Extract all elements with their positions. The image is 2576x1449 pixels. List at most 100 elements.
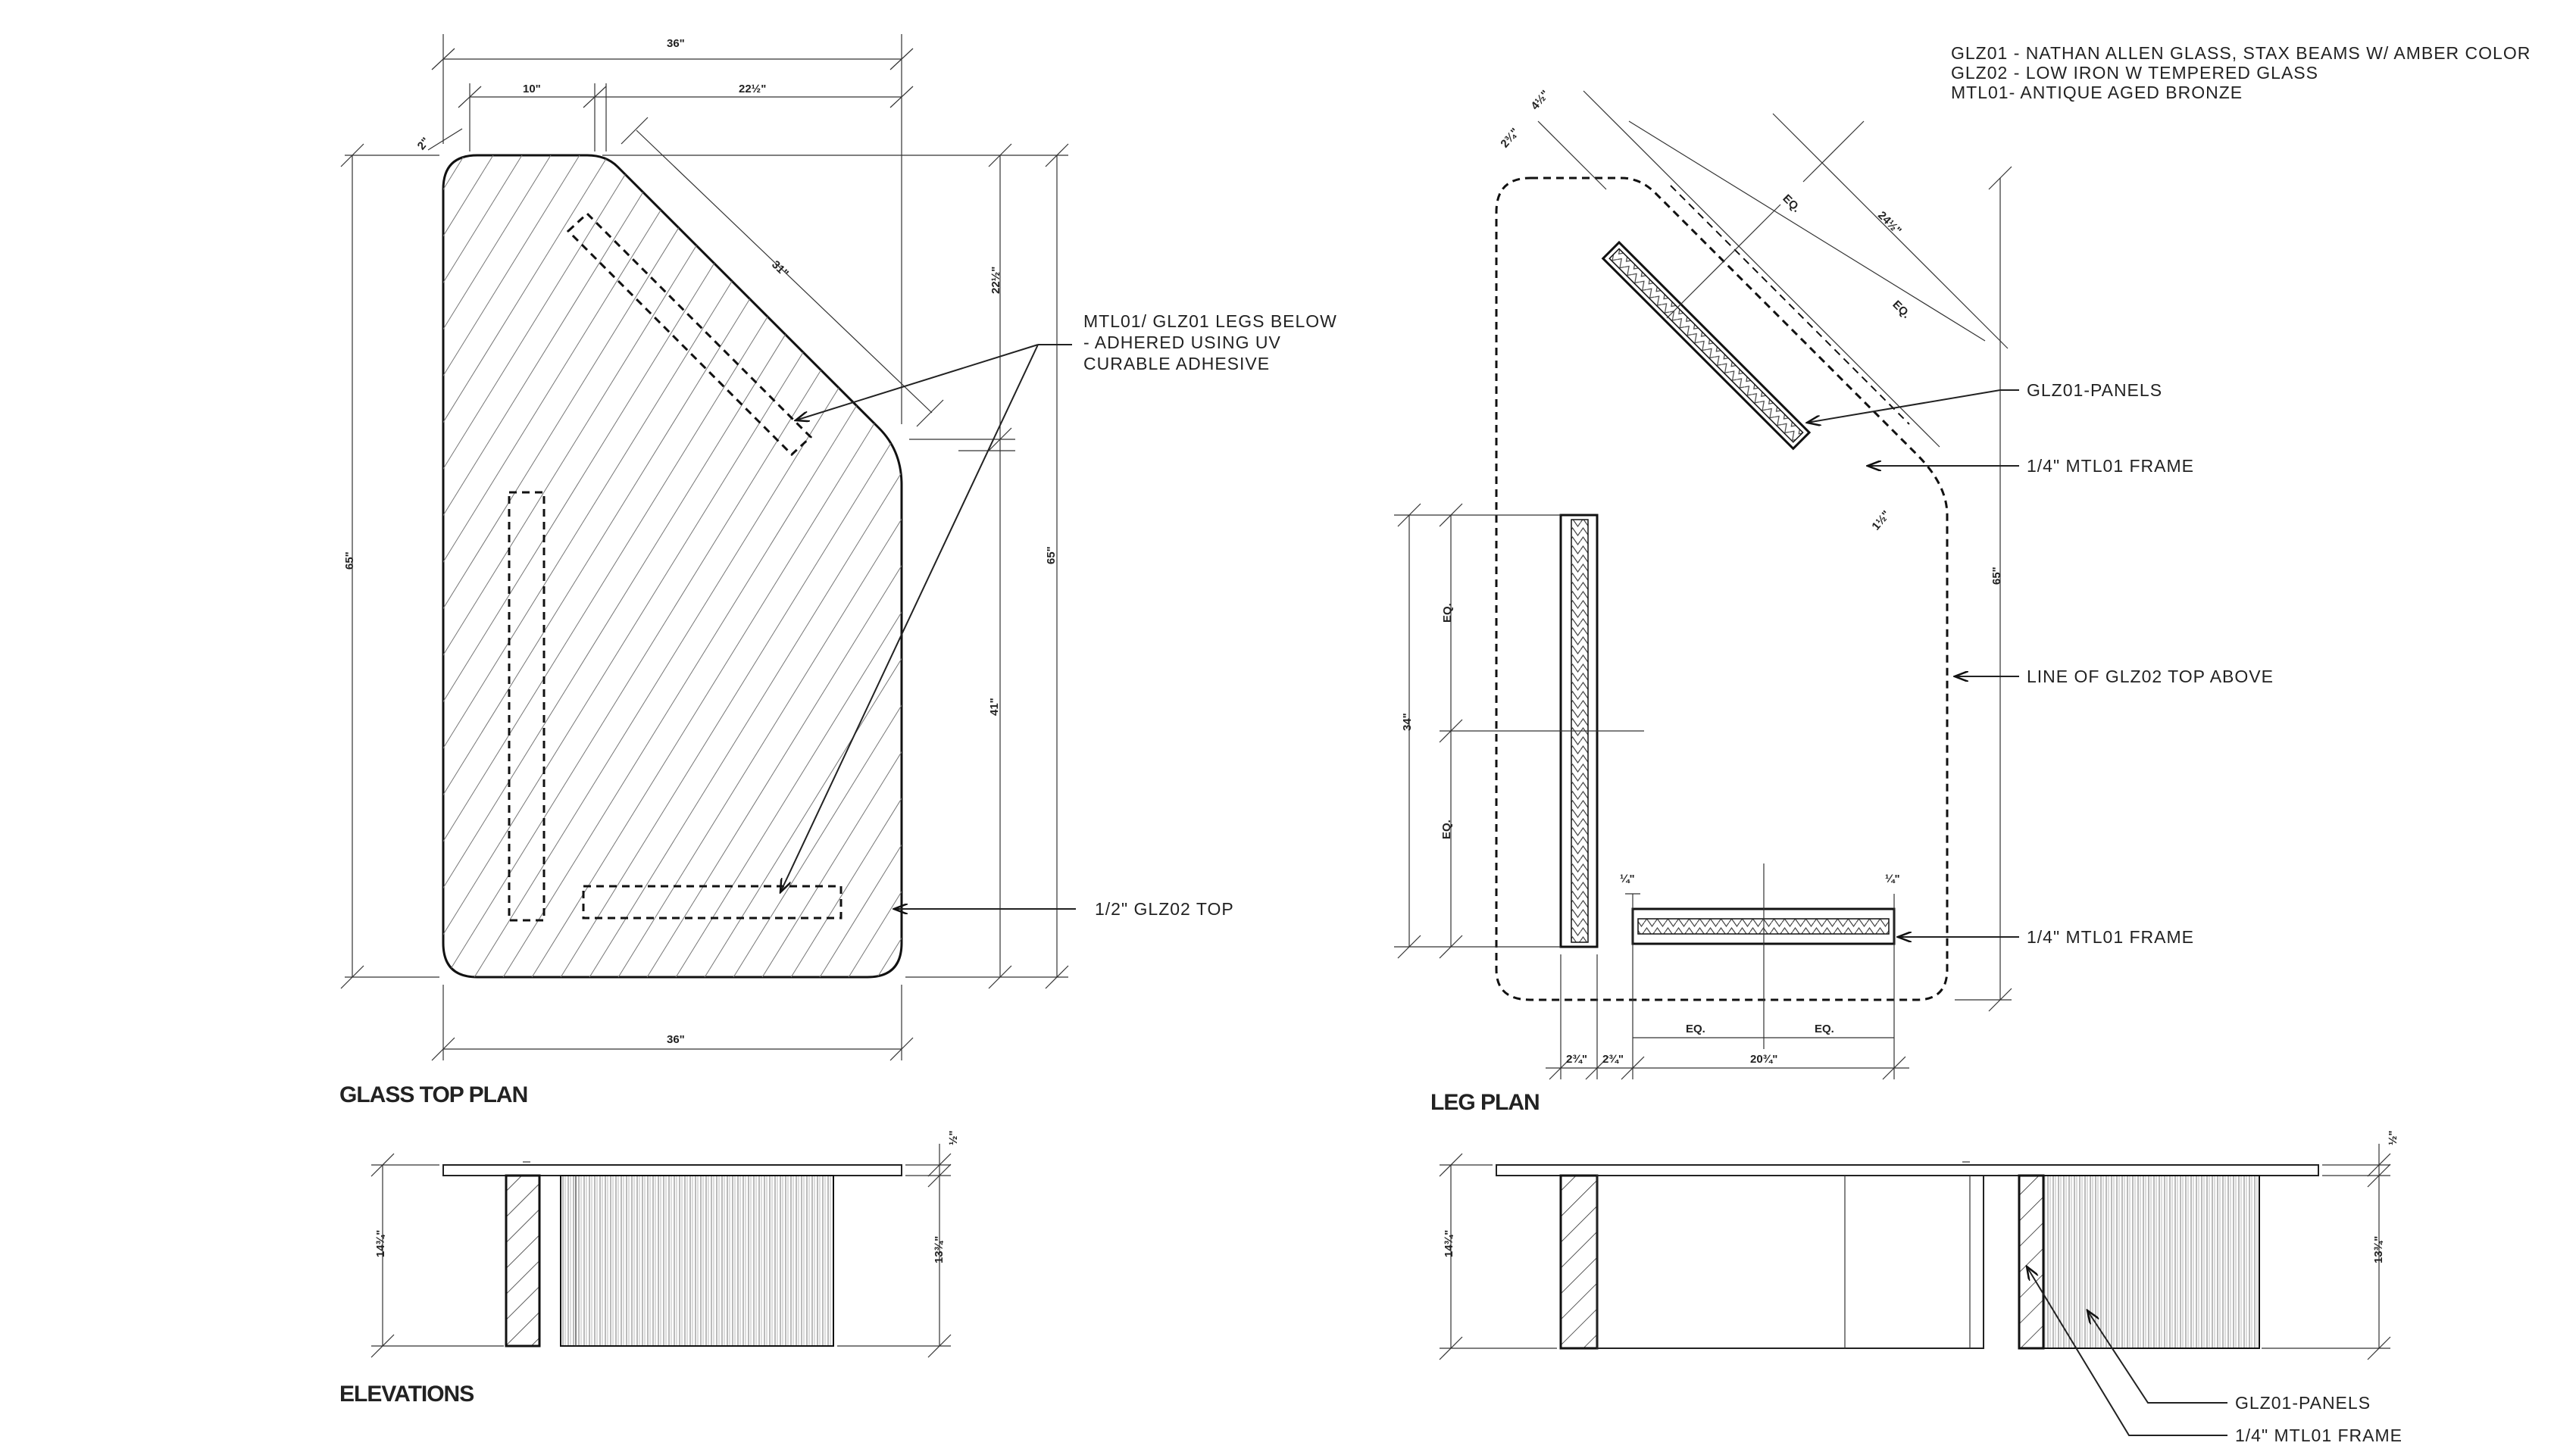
dim-leg-eq-6: EQ. <box>1815 1023 1834 1035</box>
glass-hatch-line <box>930 151 1446 985</box>
dim-leg-65: 65" <box>1990 567 2003 585</box>
leg-diagonal <box>1601 240 1812 451</box>
dim-leg-34: 34" <box>1401 713 1414 731</box>
dim-leg-eq-3: EQ. <box>1441 603 1454 623</box>
dim-diagonal-31: 31" <box>769 258 791 280</box>
glass-hatch-line <box>443 155 902 977</box>
glass-hatch-line <box>443 155 467 977</box>
elevation-left-glass-panel <box>560 1175 834 1347</box>
leg-footprint-diagonal <box>566 211 813 457</box>
dim-elev-left-13-75: 13¾" <box>933 1236 946 1263</box>
dim-leg-eq-2: EQ. <box>1890 298 1912 321</box>
leg-footprint-vertical <box>508 491 546 922</box>
glass-hatch-line <box>872 155 902 977</box>
glass-hatch-line <box>642 155 902 977</box>
note-legs-below-1: MTL01/ GLZ01 LEGS BELOW <box>1083 311 1337 331</box>
glass-reflection-hatch <box>0 151 1446 985</box>
dim-leg-quarter-a: ¼" <box>1620 873 1635 885</box>
legend-line-2: GLZ02 - LOW IRON W TEMPERED GLASS <box>1951 63 2318 83</box>
glass-hatch-line <box>443 155 902 977</box>
dim-elev-left-14-75: 14¾" <box>374 1230 387 1257</box>
glass-hatch-line <box>0 151 438 985</box>
glass-top-plan: 36" 10" 22½" 2" 31" 65" 22½" 41" 65" <box>0 34 1446 1107</box>
dim-leg-eq-5: EQ. <box>1686 1023 1705 1035</box>
dim-right-41: 41" <box>988 698 1001 716</box>
title-elevations: ELEVATIONS <box>339 1382 474 1407</box>
dim-leg-eq-1: EQ. <box>1780 192 1802 215</box>
elevation-left-leg-section <box>505 1174 541 1348</box>
dim-left-height: 65" <box>343 551 356 570</box>
glass-hatch-line <box>443 155 842 977</box>
glass-hatch-line <box>443 155 899 977</box>
dim-elev-right-13-75: 13¾" <box>2372 1236 2385 1263</box>
glass-hatch-line <box>527 155 902 977</box>
glass-hatch-line <box>443 155 669 977</box>
glass-hatch-line <box>555 155 902 977</box>
glass-hatch-line <box>443 155 640 977</box>
elevation-right-leg-right <box>2018 1174 2045 1350</box>
dim-leg-bottom-2-75-b: 2¾" <box>1602 1053 1624 1066</box>
title-glass-top-plan: GLASS TOP PLAN <box>339 1082 527 1107</box>
glass-hatch-line <box>584 155 902 977</box>
glass-hatch-line <box>613 155 902 977</box>
title-leg-plan: LEG PLAN <box>1430 1090 1540 1115</box>
elevation-right-leg-left <box>1559 1174 1599 1350</box>
dim-leg-4-5: 4½" <box>1528 88 1552 112</box>
dim-leg-24-5: 24½" <box>1875 209 1904 238</box>
glass-hatch-line <box>443 155 755 977</box>
note-elev-glz01-panels: GLZ01-PANELS <box>2235 1393 2371 1413</box>
note-line-of-top: LINE OF GLZ02 TOP ABOVE <box>2027 667 2274 686</box>
legend-line-1: GLZ01 - NATHAN ALLEN GLASS, STAX BEAMS W… <box>1951 43 2531 63</box>
dim-top-22-5: 22½" <box>739 83 766 95</box>
elevation-right-glass-panel <box>2043 1175 2260 1349</box>
note-legs-below-2: - ADHERED USING UV <box>1083 333 1281 352</box>
glass-hatch-line <box>443 155 813 977</box>
glass-hatch-line <box>443 155 525 977</box>
glass-hatch-line <box>443 155 554 977</box>
dim-right-22-5: 22½" <box>989 267 1002 294</box>
dim-right-65: 65" <box>1045 546 1058 564</box>
glass-hatch-line <box>498 155 902 977</box>
note-frame-diagonal: 1/4" MTL01 FRAME <box>2027 456 2194 476</box>
leg-footprint-horizontal <box>582 885 843 920</box>
dim-elev-left-half: ½" <box>947 1130 960 1145</box>
note-frame-horizontal: 1/4" MTL01 FRAME <box>2027 927 2194 947</box>
elevation-left: 14¾" ½" 13¾" ELEVATIONS <box>339 1130 960 1407</box>
glass-hatch-line <box>443 155 496 977</box>
dim-bottom-width: 36" <box>667 1033 685 1046</box>
note-glz01-panels: GLZ01-PANELS <box>2027 380 2162 400</box>
glass-hatch-line <box>443 155 583 977</box>
dim-leg-2-75: 2¾" <box>1498 126 1521 150</box>
glass-hatch-line <box>443 155 784 977</box>
dim-leg-1-5: 1½" <box>1869 508 1893 532</box>
dim-elev-right-14-75: 14¾" <box>1443 1230 1455 1257</box>
note-legs-below-3: CURABLE ADHESIVE <box>1083 354 1270 373</box>
dim-elev-right-half: ½" <box>2387 1130 2399 1145</box>
glass-hatch-line <box>443 155 698 977</box>
glass-hatch-line <box>814 155 902 977</box>
glass-hatch-line <box>443 155 611 977</box>
elevation-right: 14¾" ½" 13¾" GLZ01-PANELS 1/4" MTL01 FRA… <box>1439 1130 2402 1445</box>
dim-leg-bottom-2-75-a: 2¾" <box>1566 1053 1587 1066</box>
glass-hatch-line <box>786 155 902 977</box>
glass-hatch-line <box>728 155 902 977</box>
dim-leg-eq-4: EQ. <box>1440 820 1453 839</box>
glass-top-outline-dashed <box>1495 176 1949 1001</box>
note-glz02-top: 1/2" GLZ02 TOP <box>1095 899 1234 919</box>
dim-leg-quarter-b: ¼" <box>1885 873 1900 885</box>
dim-top-10: 10" <box>523 83 541 95</box>
leg-plan: GLZ01 - NATHAN ALLEN GLASS, STAX BEAMS W… <box>1394 43 2531 1115</box>
note-elev-frame: 1/4" MTL01 FRAME <box>2235 1426 2402 1445</box>
dim-corner-2: 2" <box>415 135 433 152</box>
dim-leg-20-75: 20¾" <box>1750 1053 1777 1066</box>
legend-line-3: MTL01- ANTIQUE AGED BRONZE <box>1951 83 2243 102</box>
glass-hatch-line <box>757 155 902 977</box>
glass-hatch-line <box>699 155 902 977</box>
glass-hatch-line <box>843 155 902 977</box>
glass-hatch-line <box>443 155 727 977</box>
glass-top-outline <box>442 154 903 979</box>
glass-hatch-line <box>671 155 902 977</box>
dim-top-width: 36" <box>667 37 685 50</box>
glass-hatch-line <box>901 155 902 977</box>
